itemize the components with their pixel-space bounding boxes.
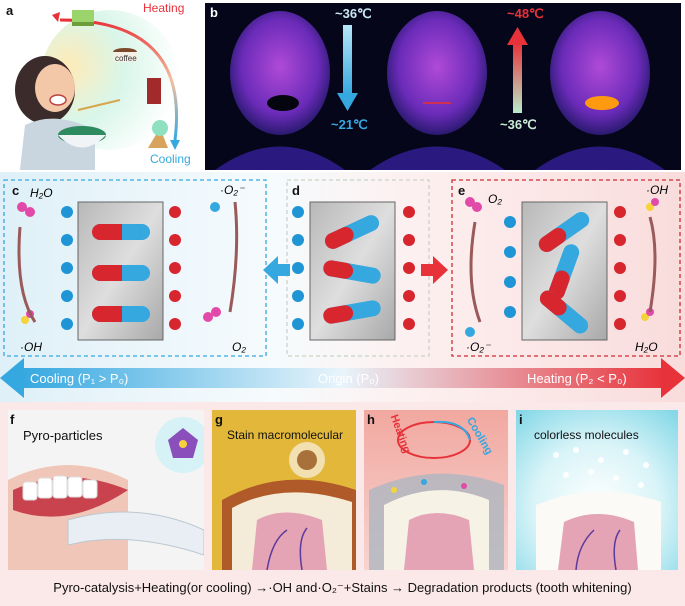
axis-cooling-label: Cooling (P₁ > P₀) [30, 371, 129, 386]
e-o2-radical: ·O₂⁻ [466, 340, 491, 354]
thermal-images [215, 11, 665, 170]
panel-e-label: e [458, 183, 466, 198]
panel-g-title: Stain macromolecular [227, 428, 344, 442]
panel-e-box [451, 179, 681, 357]
arc-arrow-down [170, 140, 180, 150]
cola-glass-icon [147, 78, 161, 104]
panel-b-label: b [210, 5, 218, 20]
dipoles-c [92, 224, 150, 322]
polarization-axis-bar [20, 368, 665, 388]
temp-heat-end: ~48℃ [507, 6, 544, 21]
c-o2-radical: ·O₂⁻ [220, 183, 245, 197]
teeth-aligner-illustration [8, 417, 204, 570]
heating-arrow [513, 43, 522, 113]
panel-h: h Heating Cooling [364, 410, 508, 570]
charges-e-negative [504, 216, 516, 318]
temp-cool-start: ~36℃ [335, 6, 372, 21]
summary-caption: Pyro-catalysis+Heating(or cooling) →·OH … [53, 580, 632, 595]
c-o2: O₂ [232, 340, 246, 354]
axis-heating-label: Heating (P₂ < P₀) [527, 371, 627, 386]
panel-a: a Heating coffee Cooling [0, 0, 200, 170]
molecules-c [17, 201, 239, 324]
catalysis-diagram [0, 179, 685, 398]
thermal-face-3 [535, 11, 665, 170]
charges-c-positive [169, 206, 181, 330]
panel-a-cooling-text: Cooling [150, 152, 191, 166]
axis-origin-label: Origin (P₀) [318, 371, 380, 386]
axis-arrow-right [661, 358, 685, 398]
cooling-arrow [343, 25, 352, 95]
panel-f: f Pyro-particles [8, 410, 204, 570]
temp-cool-end: ~21℃ [331, 117, 368, 132]
temp-heat-start: ~36℃ [500, 117, 537, 132]
stained-tooth-illustration [222, 442, 356, 570]
panel-g: g Stain macromolecular [212, 410, 356, 570]
panel-a-coffee-text: coffee [115, 54, 137, 63]
arrow-to-cooling [263, 256, 290, 284]
panel-h-label: h [367, 412, 375, 427]
arc-arrow-up [52, 12, 60, 22]
ice-cream-icon [148, 128, 168, 148]
c-oh: ·OH [20, 340, 42, 354]
dipoles-e [538, 211, 590, 334]
charges-d-positive [403, 206, 415, 330]
charges-c-negative [61, 206, 73, 330]
e-oh: ·OH [646, 183, 668, 197]
panel-i: i colorless molecules [516, 410, 678, 570]
panel-c-label: c [12, 183, 20, 198]
panel-g-label: g [215, 412, 223, 427]
dipoles-d [323, 215, 381, 324]
molecules-e [465, 197, 659, 337]
thermal-face-2 [370, 11, 505, 170]
thermal-face-1 [215, 11, 345, 170]
panel-d-label: d [292, 183, 300, 198]
e-o2: O₂ [488, 192, 502, 206]
panel-a-glow [40, 10, 180, 150]
tea-cup-icon [72, 10, 94, 24]
charges-e-positive [614, 206, 626, 330]
c-h2o: H₂O [30, 186, 53, 200]
e-h2o: H₂O [635, 340, 658, 354]
arrow-to-heating [421, 256, 448, 284]
panel-a-label: a [6, 3, 14, 18]
panel-i-label: i [519, 412, 523, 427]
panel-a-illustration [15, 10, 180, 170]
panel-f-label: f [10, 412, 15, 427]
panel-a-heating-text: Heating [143, 1, 185, 15]
panel-f-title: Pyro-particles [23, 428, 103, 443]
panel-b: b ~36℃ ~21℃ ~48℃ ~36℃ [205, 3, 681, 170]
axis-arrow-left [0, 358, 24, 398]
catalysis-tooth-illustration [369, 420, 504, 570]
panel-i-title: colorless molecules [534, 428, 639, 442]
white-tooth-illustration [536, 447, 661, 570]
charges-d-negative [292, 206, 304, 330]
